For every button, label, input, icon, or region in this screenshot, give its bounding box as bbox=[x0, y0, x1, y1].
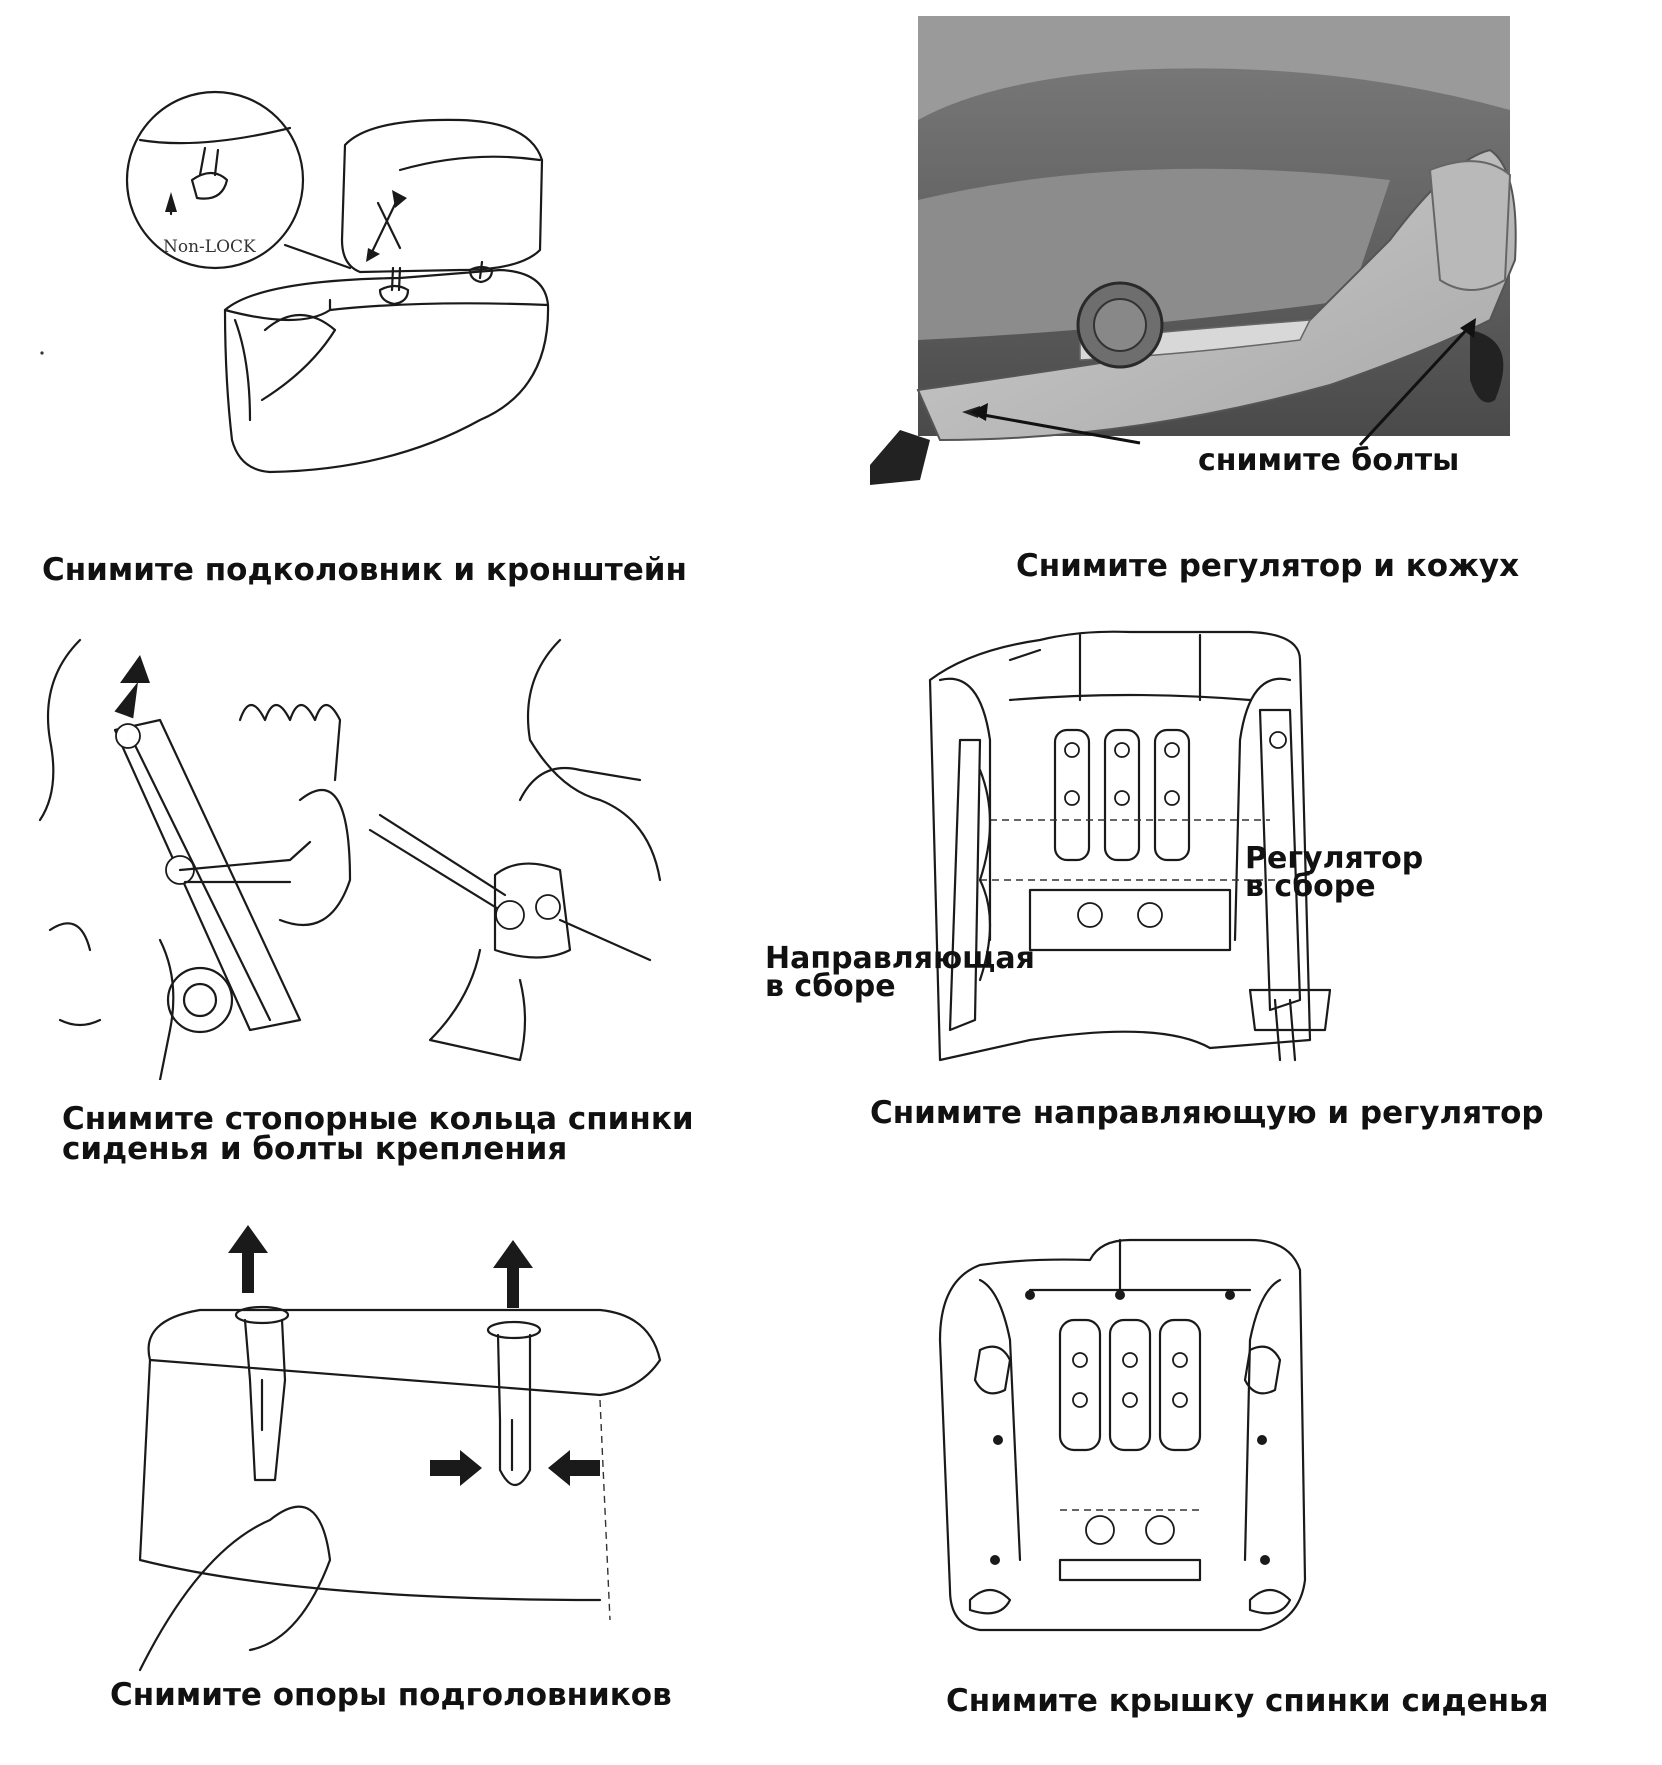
adjuster-assembly-label-line1: Регулятор bbox=[1245, 841, 1424, 876]
caption-remove-seatback-cover: Снимите крышку спинки сиденья bbox=[946, 1683, 1549, 1719]
remove-bolts-callout: снимите болты bbox=[1198, 443, 1460, 478]
seatback-cover-illustration bbox=[938, 1238, 1307, 1632]
frame-slots bbox=[1053, 728, 1191, 928]
caption-remove-adjuster-cover: Снимите регулятор и кожух bbox=[1016, 548, 1520, 584]
rings-bolts-illustration bbox=[38, 638, 662, 1080]
panel-remove-headrest-supports: Снимите опоры подголовников bbox=[0, 1220, 830, 1765]
caption-remove-rings-line1: Снимите стопорные кольца спинки bbox=[62, 1101, 694, 1137]
caption-remove-guide-adjuster: Снимите направляющую и регулятор bbox=[870, 1095, 1544, 1131]
cover-clips bbox=[990, 1290, 1270, 1565]
panel-remove-rings-bolts: Снимите стопорные кольца спинки сиденья … bbox=[0, 620, 830, 1180]
caption-remove-headrest: Снимите подколовник и кронштейн bbox=[42, 552, 687, 588]
non-lock-label: Non-LOCK bbox=[163, 237, 256, 257]
seat-frame-illustration bbox=[928, 630, 1332, 1062]
panel-remove-seatback-cover: Снимите крышку спинки сиденья bbox=[830, 1220, 1662, 1765]
panel-remove-headrest: Non-LOCK Снимите подколовник и кронштейн bbox=[0, 0, 830, 600]
guide-assembly-label-line1: Направляющая bbox=[765, 941, 1035, 976]
headrest-supports-illustration bbox=[138, 1225, 662, 1672]
guide-assembly-label-line2: в сборе bbox=[765, 969, 896, 1004]
caption-remove-rings-line2: сиденья и болты крепления bbox=[62, 1131, 568, 1167]
seat-side-photo bbox=[870, 16, 1517, 485]
headrest-illustration bbox=[40, 90, 550, 474]
panel-remove-guide-adjuster: Регулятор в сборе Направляющая в сборе С… bbox=[765, 620, 1662, 1140]
panel-remove-adjuster-cover: снимите болты Снимите регулятор и кожух bbox=[830, 0, 1662, 600]
adjuster-assembly-label-line2: в сборе bbox=[1245, 869, 1376, 904]
caption-remove-headrest-supports: Снимите опоры подголовников bbox=[110, 1677, 672, 1713]
